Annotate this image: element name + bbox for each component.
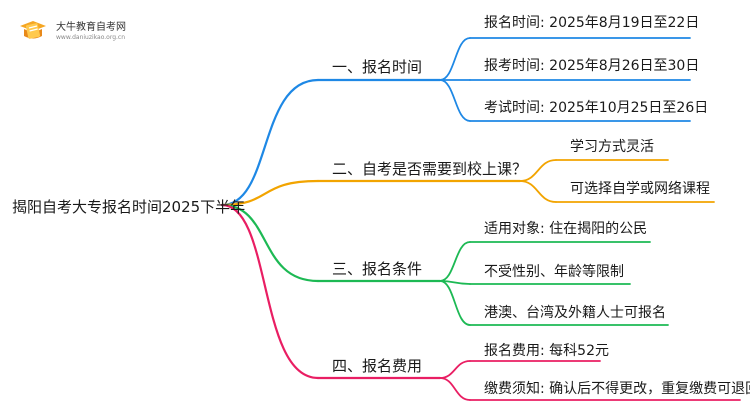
leaf-exam-date: 考试时间: 2025年10月25日至26日 (484, 100, 709, 116)
connector-registration-time-leaf-3 (439, 79, 471, 122)
root-node: 揭阳自考大专报名时间2025下半年 (12, 198, 246, 216)
leaf-self-or-online: 可选择自学或网络课程 (570, 181, 710, 197)
branch-label-attend-class: 二、自考是否需要到校上课？ (332, 160, 528, 178)
leaf-flexible-study: 学习方式灵活 (570, 139, 654, 155)
logo-url: www.daniuzikao.org.cn (56, 34, 126, 41)
connector-root-to-registration-time (220, 78, 320, 207)
connector-root-to-fees (220, 203, 320, 380)
leaf-foreign-applicants: 港澳、台湾及外籍人士可报名 (484, 305, 666, 321)
leaf-payment-notice: 缴费须知: 确认后不得更改，重复缴费可退回 (484, 381, 750, 397)
branch-label-registration-time: 一、报名时间 (332, 58, 423, 76)
leaf-eligible-residents: 适用对象: 住在揭阳的公民 (484, 221, 648, 237)
book-icon (20, 21, 46, 39)
connector-attend-class-leaf-2 (519, 180, 557, 203)
connector-root-to-attend-class (220, 179, 320, 207)
logo-name: 大牛教育自考网 (56, 22, 126, 33)
site-logo: 大牛教育自考网 www.daniuzikao.org.cn (8, 12, 148, 48)
leaf-exam-application-date: 报考时间: 2025年8月26日至30日 (484, 58, 700, 74)
branch-label-conditions: 三、报名条件 (332, 260, 423, 278)
connector-fees-leaf-2 (439, 377, 471, 401)
connector-attend-class-leaf-1 (519, 159, 557, 182)
connector-conditions-leaf-3 (439, 280, 471, 326)
connector-root-to-conditions (220, 203, 320, 283)
leaf-no-restrictions: 不受性别、年龄等限制 (484, 264, 624, 280)
branch-label-fees: 四、报名费用 (332, 357, 423, 375)
connector-conditions-leaf-1 (439, 241, 471, 282)
leaf-fee-amount: 报名费用: 每科52元 (484, 343, 609, 359)
connector-registration-time-leaf-1 (439, 37, 471, 81)
connector-fees-leaf-1 (439, 360, 471, 379)
leaf-registration-date: 报名时间: 2025年8月19日至22日 (484, 15, 700, 31)
